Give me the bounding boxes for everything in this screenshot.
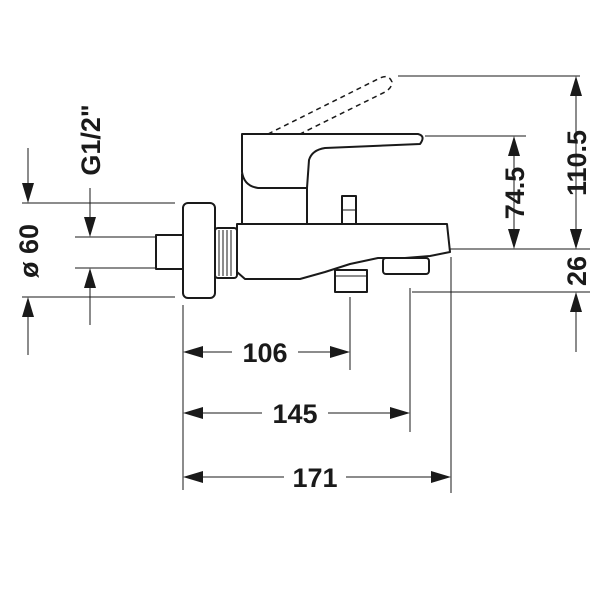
- dimension-spout-height: [570, 229, 582, 352]
- label-height-lever: 74.5: [500, 167, 530, 220]
- aerator: [334, 269, 368, 293]
- spout-connector: [382, 257, 430, 275]
- label-thread: G1/2": [76, 104, 106, 175]
- lever-raised-outline: [267, 75, 393, 135]
- dimension-height-lever: [508, 136, 520, 249]
- label-depth-outlet: 145: [272, 399, 317, 429]
- label-pipe-diameter: ø 60: [14, 224, 44, 278]
- dimension-pipe-diameter: [22, 148, 34, 355]
- dimension-depth-outlet: [183, 407, 410, 419]
- dimension-depth-total: [183, 471, 451, 483]
- label-depth-total: 171: [292, 463, 337, 493]
- label-spout-height: 26: [562, 256, 592, 286]
- eccentric-coupling: [214, 227, 238, 279]
- wall-flange: [182, 202, 216, 299]
- spout-body: [236, 223, 451, 280]
- lever-handle: [241, 133, 424, 189]
- label-depth-diverter: 106: [242, 338, 287, 368]
- dimension-depth-diverter: [183, 346, 350, 358]
- dimension-thread: [84, 188, 96, 325]
- faucet-body: [155, 75, 451, 299]
- connector-nut: [155, 234, 187, 270]
- label-height-total: 110.5: [562, 130, 592, 196]
